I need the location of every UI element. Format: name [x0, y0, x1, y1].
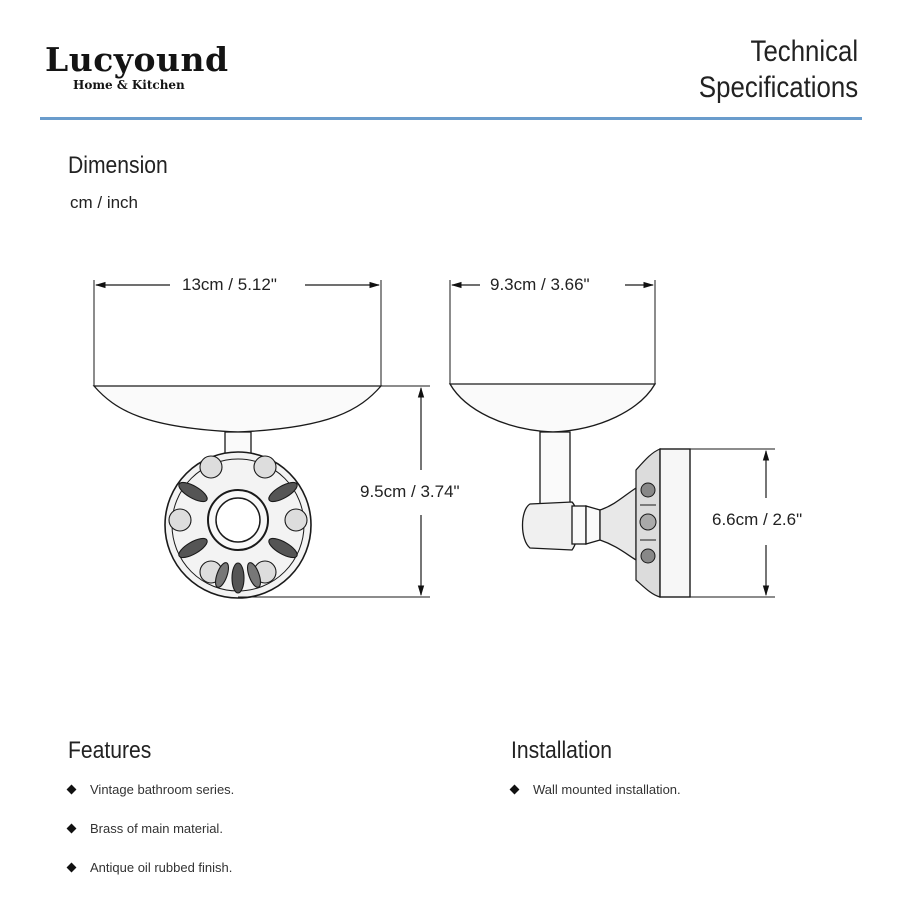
installation-heading: Installation	[511, 737, 612, 764]
rosette-ornament	[168, 455, 308, 594]
front-width-label: 13cm / 5.12"	[182, 275, 277, 295]
flange-ornament	[639, 482, 657, 564]
height-label: 9.5cm / 3.74"	[360, 482, 460, 502]
front-view	[92, 280, 430, 599]
brand-name: Lucyound	[45, 40, 229, 79]
features-heading: Features	[68, 737, 152, 764]
units-label: cm / inch	[70, 193, 139, 212]
brand-logo: Lucyound Home & Kitchen	[45, 40, 229, 93]
list-item: Brass of main material.	[66, 821, 234, 860]
dimension-heading: Dimension	[68, 152, 168, 179]
brand-tagline: Home & Kitchen	[73, 78, 185, 92]
features-list: Vintage bathroom series. Brass of main m…	[66, 782, 234, 899]
list-item: Wall mounted installation.	[509, 782, 681, 821]
title-line-1: Technical	[750, 35, 858, 68]
list-item: Antique oil rubbed finish.	[66, 860, 234, 899]
page-title: Technical Specifications	[699, 34, 858, 106]
side-view	[448, 280, 775, 598]
title-line-2: Specifications	[698, 71, 858, 104]
list-item: Vintage bathroom series.	[66, 782, 234, 821]
installation-list: Wall mounted installation.	[509, 782, 681, 821]
side-depth-label: 9.3cm / 3.66"	[490, 275, 590, 295]
header-divider	[40, 117, 862, 120]
base-height-label: 6.6cm / 2.6"	[712, 510, 803, 530]
